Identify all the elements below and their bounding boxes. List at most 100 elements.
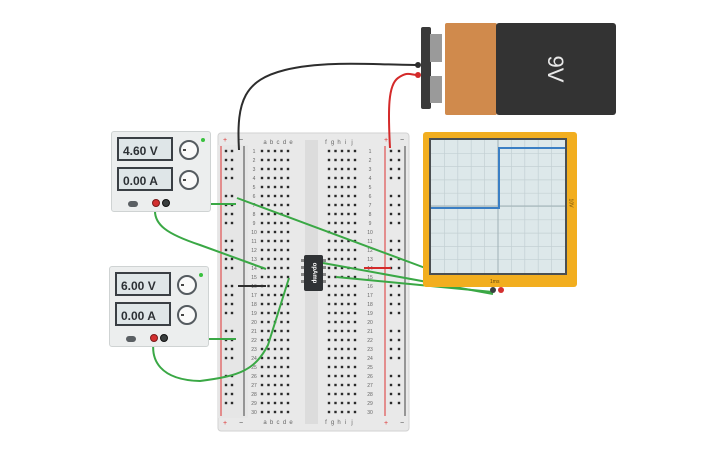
breadboard-hole[interactable] [230, 284, 234, 288]
breadboard-hole[interactable] [353, 392, 357, 396]
breadboard-hole[interactable] [280, 293, 283, 297]
breadboard-hole[interactable] [267, 185, 270, 189]
breadboard-hole[interactable] [224, 392, 228, 396]
breadboard-hole[interactable] [286, 149, 290, 153]
breadboard-hole[interactable] [260, 167, 264, 171]
breadboard-hole[interactable] [340, 212, 344, 216]
breadboard-hole[interactable] [327, 293, 331, 297]
breadboard-hole[interactable] [327, 347, 331, 351]
breadboard-hole[interactable] [397, 356, 401, 360]
breadboard-hole[interactable] [389, 284, 393, 288]
breadboard-hole[interactable] [286, 185, 290, 189]
breadboard-hole[interactable] [397, 176, 401, 180]
breadboard-hole[interactable] [230, 293, 234, 297]
breadboard-hole[interactable] [273, 266, 277, 270]
breadboard-hole[interactable] [273, 149, 277, 153]
breadboard-hole[interactable] [286, 284, 290, 288]
breadboard-hole[interactable] [389, 302, 393, 306]
breadboard-hole[interactable] [230, 383, 234, 387]
breadboard-hole[interactable] [273, 392, 277, 396]
breadboard-hole[interactable] [397, 239, 401, 243]
breadboard-hole[interactable] [353, 257, 357, 261]
breadboard-hole[interactable] [347, 383, 350, 387]
breadboard-hole[interactable] [347, 374, 350, 378]
breadboard-hole[interactable] [260, 230, 264, 234]
breadboard-hole[interactable] [224, 293, 228, 297]
breadboard-hole[interactable] [327, 410, 331, 414]
breadboard-hole[interactable] [347, 311, 350, 315]
breadboard-hole[interactable] [340, 401, 344, 405]
breadboard-hole[interactable] [334, 230, 337, 234]
breadboard-hole[interactable] [340, 167, 344, 171]
breadboard-hole[interactable] [267, 176, 270, 180]
breadboard-hole[interactable] [347, 410, 350, 414]
breadboard-hole[interactable] [267, 275, 270, 279]
breadboard-hole[interactable] [224, 176, 228, 180]
breadboard-hole[interactable] [267, 410, 270, 414]
psu1-positive-terminal[interactable] [152, 199, 160, 207]
breadboard-hole[interactable] [280, 257, 283, 261]
breadboard-hole[interactable] [353, 347, 357, 351]
breadboard-hole[interactable] [389, 338, 393, 342]
breadboard-hole[interactable] [397, 212, 401, 216]
breadboard-hole[interactable] [273, 365, 277, 369]
breadboard-hole[interactable] [267, 392, 270, 396]
breadboard-hole[interactable] [286, 401, 290, 405]
breadboard-hole[interactable] [389, 392, 393, 396]
breadboard-hole[interactable] [273, 248, 277, 252]
breadboard-hole[interactable] [260, 410, 264, 414]
breadboard-hole[interactable] [389, 356, 393, 360]
breadboard-hole[interactable] [286, 248, 290, 252]
breadboard-hole[interactable] [327, 383, 331, 387]
breadboard-hole[interactable] [267, 311, 270, 315]
breadboard-hole[interactable] [389, 167, 393, 171]
breadboard-hole[interactable] [224, 221, 228, 225]
breadboard-hole[interactable] [280, 383, 283, 387]
breadboard-hole[interactable] [230, 347, 234, 351]
breadboard-hole[interactable] [353, 248, 357, 252]
breadboard-hole[interactable] [347, 320, 350, 324]
breadboard-hole[interactable] [347, 302, 350, 306]
breadboard-hole[interactable] [347, 257, 350, 261]
breadboard-hole[interactable] [260, 392, 264, 396]
breadboard-hole[interactable] [230, 329, 234, 333]
breadboard-hole[interactable] [334, 257, 337, 261]
breadboard-hole[interactable] [280, 266, 283, 270]
breadboard-hole[interactable] [347, 149, 350, 153]
breadboard-hole[interactable] [340, 221, 344, 225]
breadboard-hole[interactable] [347, 212, 350, 216]
breadboard-hole[interactable] [334, 266, 337, 270]
breadboard-hole[interactable] [389, 203, 393, 207]
breadboard-hole[interactable] [327, 284, 331, 288]
breadboard-hole[interactable] [340, 392, 344, 396]
breadboard-hole[interactable] [353, 374, 357, 378]
breadboard-hole[interactable] [397, 302, 401, 306]
breadboard-hole[interactable] [260, 365, 264, 369]
breadboard-hole[interactable] [230, 311, 234, 315]
breadboard-hole[interactable] [347, 392, 350, 396]
breadboard-hole[interactable] [286, 374, 290, 378]
breadboard-hole[interactable] [397, 167, 401, 171]
breadboard-hole[interactable] [280, 203, 283, 207]
breadboard-hole[interactable] [347, 329, 350, 333]
breadboard-hole[interactable] [389, 248, 393, 252]
breadboard-hole[interactable] [353, 203, 357, 207]
breadboard-hole[interactable] [347, 167, 350, 171]
breadboard-hole[interactable] [260, 383, 264, 387]
breadboard-hole[interactable] [273, 347, 277, 351]
breadboard-hole[interactable] [389, 347, 393, 351]
breadboard-hole[interactable] [389, 257, 393, 261]
breadboard-hole[interactable] [267, 203, 270, 207]
psu2-power-switch[interactable] [126, 336, 136, 342]
breadboard-hole[interactable] [267, 374, 270, 378]
breadboard-hole[interactable] [260, 239, 264, 243]
breadboard-hole[interactable] [397, 383, 401, 387]
breadboard-hole[interactable] [260, 185, 264, 189]
breadboard-hole[interactable] [353, 284, 357, 288]
breadboard-hole[interactable] [340, 347, 344, 351]
breadboard-hole[interactable] [334, 338, 337, 342]
breadboard-hole[interactable] [230, 392, 234, 396]
breadboard-hole[interactable] [224, 194, 228, 198]
breadboard-hole[interactable] [286, 356, 290, 360]
breadboard-hole[interactable] [273, 185, 277, 189]
